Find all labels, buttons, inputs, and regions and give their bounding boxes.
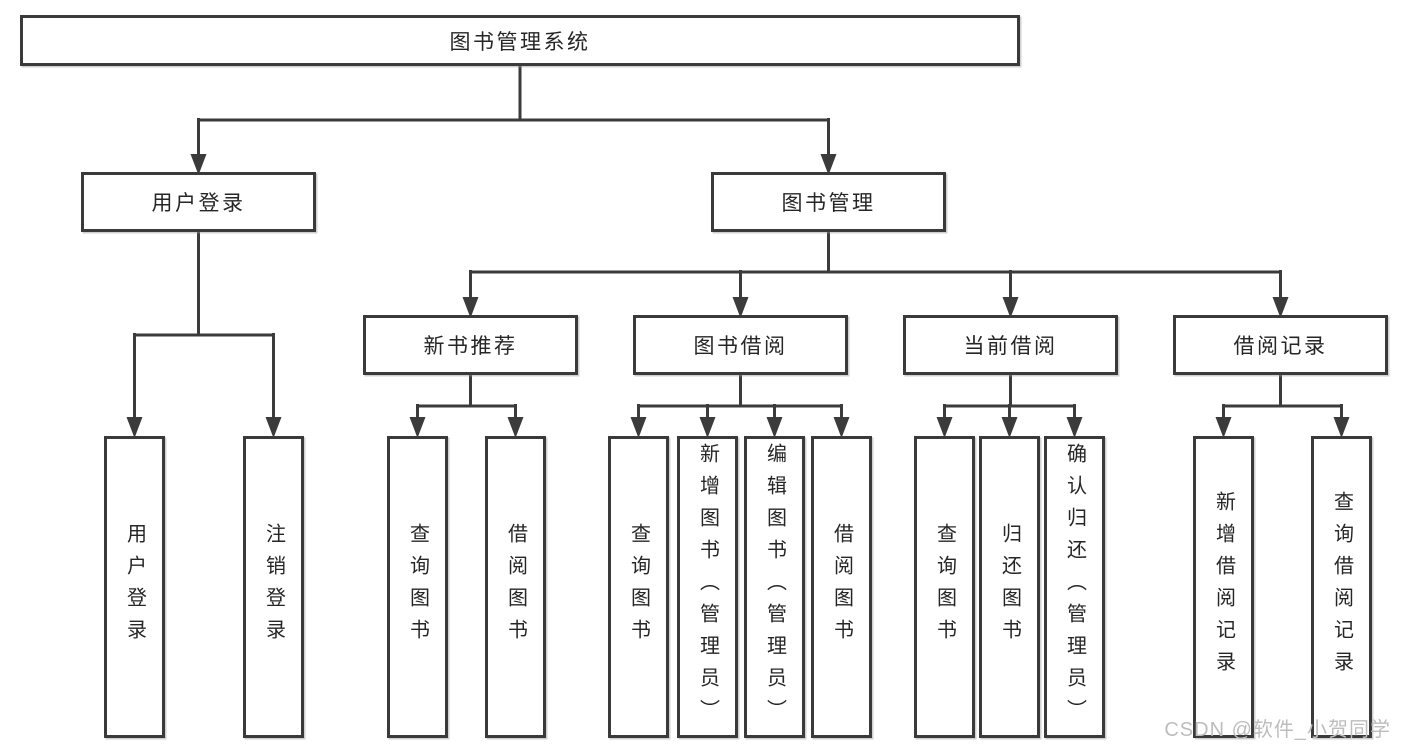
leaf-query-books-3: 查询图书 <box>914 436 975 738</box>
leaf-confirm-return-admin-label: 确认归还（管理员） <box>1063 443 1086 731</box>
connectors-user-login <box>126 232 282 438</box>
leaf-query-books-1-label: 查询图书 <box>406 523 429 651</box>
leaf-query-books-2: 查询图书 <box>608 436 669 738</box>
node-current-borrow-label: 当前借阅 <box>963 335 1058 358</box>
node-book-borrow: 图书借阅 <box>633 315 848 375</box>
node-book-borrow-label: 图书借阅 <box>693 335 788 358</box>
connectors-borrow-records <box>1215 375 1350 438</box>
leaf-return-books-label: 归还图书 <box>998 523 1021 651</box>
leaf-return-books: 归还图书 <box>979 436 1040 738</box>
connectors-book-borrow <box>630 375 850 438</box>
node-book-mgmt: 图书管理 <box>711 172 946 232</box>
leaf-logout: 注销登录 <box>243 436 304 738</box>
connectors-new-books <box>409 375 524 438</box>
node-new-books: 新书推荐 <box>363 315 578 375</box>
node-user-login-label: 用户登录 <box>151 192 246 215</box>
leaf-logout-label: 注销登录 <box>262 523 285 651</box>
leaf-confirm-return-admin: 确认归还（管理员） <box>1044 436 1105 738</box>
leaf-query-borrow-record-label: 查询借阅记录 <box>1330 491 1353 683</box>
connectors-current-borrow <box>936 375 1083 438</box>
leaf-user-login-label: 用户登录 <box>123 523 146 651</box>
leaf-borrow-books-1: 借阅图书 <box>485 436 546 738</box>
node-borrow-records-label: 借阅记录 <box>1233 335 1328 358</box>
node-root-label: 图书管理系统 <box>449 30 591 54</box>
leaf-edit-books-admin-label: 编辑图书（管理员） <box>763 443 786 731</box>
leaf-query-books-3-label: 查询图书 <box>933 523 956 651</box>
leaf-add-books-admin-label: 新增图书（管理员） <box>696 443 719 731</box>
leaf-edit-books-admin: 编辑图书（管理员） <box>744 436 805 738</box>
node-book-mgmt-label: 图书管理 <box>781 192 876 215</box>
leaf-add-books-admin: 新增图书（管理员） <box>677 436 738 738</box>
leaf-borrow-books-1-label: 借阅图书 <box>504 523 527 651</box>
leaf-query-books-1: 查询图书 <box>387 436 448 738</box>
connectors-book-mgmt <box>462 232 1289 318</box>
leaf-borrow-books-2: 借阅图书 <box>811 436 872 738</box>
node-current-borrow: 当前借阅 <box>903 315 1118 375</box>
node-root: 图书管理系统 <box>20 15 1020 66</box>
leaf-query-borrow-record: 查询借阅记录 <box>1311 436 1372 738</box>
leaf-add-borrow-record-label: 新增借阅记录 <box>1212 491 1235 683</box>
leaf-user-login: 用户登录 <box>104 436 165 738</box>
watermark: CSDN @软件_小贺同学 <box>1164 719 1391 741</box>
node-user-login: 用户登录 <box>81 172 316 232</box>
leaf-borrow-books-2-label: 借阅图书 <box>830 523 853 651</box>
leaf-query-books-2-label: 查询图书 <box>627 523 650 651</box>
leaf-add-borrow-record: 新增借阅记录 <box>1193 436 1254 738</box>
node-new-books-label: 新书推荐 <box>423 335 518 358</box>
connectors-root <box>190 66 837 175</box>
node-borrow-records: 借阅记录 <box>1173 315 1388 375</box>
